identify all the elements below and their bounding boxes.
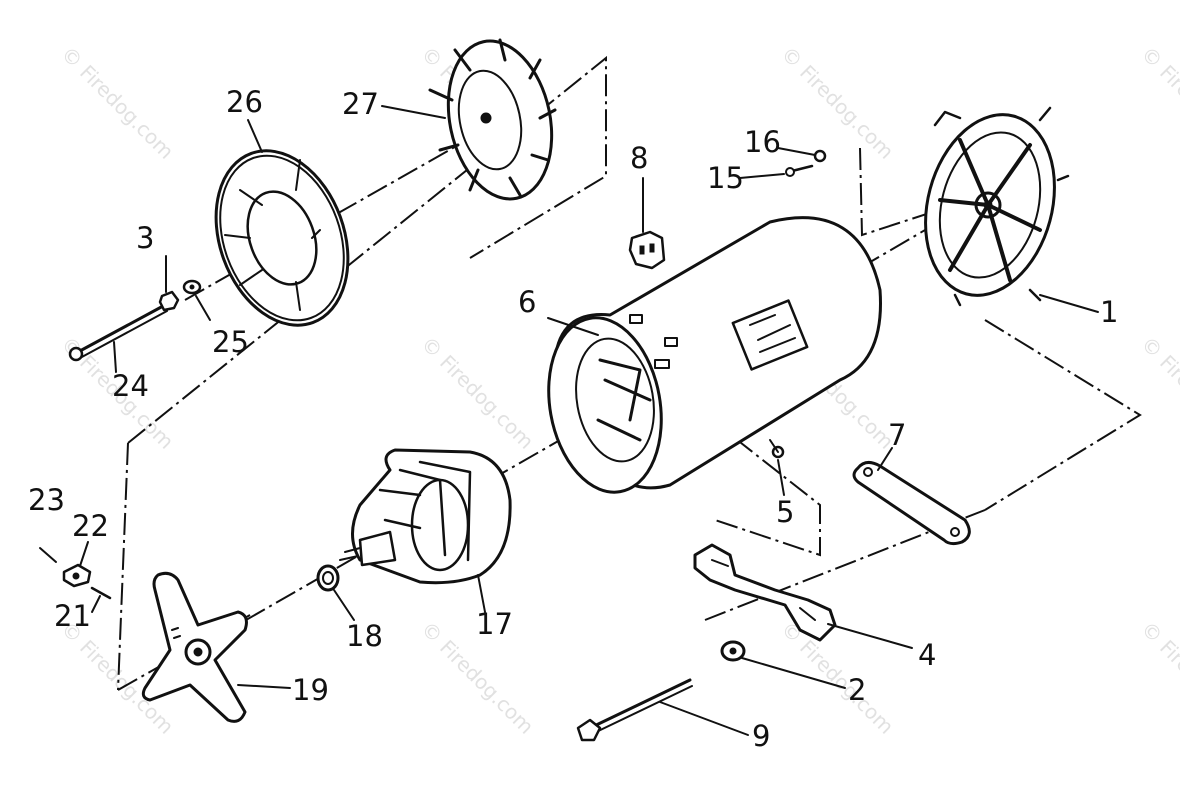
watermark: © Firedog.com xyxy=(1136,617,1180,739)
callout-6: 6 xyxy=(518,285,536,319)
through-bolt xyxy=(68,303,168,362)
screw xyxy=(769,439,785,459)
washer xyxy=(182,279,202,295)
callout-7: 7 xyxy=(888,418,906,452)
center-zigzag-line xyxy=(679,394,821,557)
callout-5: 5 xyxy=(776,495,794,529)
callout-15: 15 xyxy=(707,161,744,195)
end-bracket xyxy=(924,106,1070,307)
bearing xyxy=(316,564,340,592)
upper-bracket-line xyxy=(127,55,607,444)
watermark: © Firedog.com xyxy=(776,42,898,164)
lock-washer xyxy=(813,149,827,163)
callout-17: 17 xyxy=(476,607,513,641)
callout-1: 1 xyxy=(1100,295,1118,329)
callout-18: 18 xyxy=(346,619,383,653)
callout-3: 3 xyxy=(136,221,154,255)
screw xyxy=(785,164,814,177)
callout-9: 9 xyxy=(752,719,770,753)
watermark: © Firedog.com xyxy=(1136,42,1180,164)
callout-26: 26 xyxy=(226,85,263,119)
callout-24: 24 xyxy=(112,369,149,403)
fan-shroud xyxy=(214,149,350,327)
receptacle xyxy=(628,230,666,270)
callout-2: 2 xyxy=(848,673,866,707)
callout-16: 16 xyxy=(744,125,781,159)
callout-23: 23 xyxy=(28,483,65,517)
left-vertical-line xyxy=(117,442,129,691)
callout-4: 4 xyxy=(918,638,936,672)
callout-21: 21 xyxy=(54,599,91,633)
base-bracket xyxy=(693,543,837,642)
watermark: © Firedog.com xyxy=(56,42,178,164)
screw xyxy=(90,586,112,600)
mounting-strap xyxy=(852,461,971,546)
rotor xyxy=(339,448,512,585)
callout-8: 8 xyxy=(630,141,648,175)
fan xyxy=(428,38,557,201)
watermark: © Firedog.com xyxy=(1136,332,1180,454)
right-lower-bracket xyxy=(984,319,1142,511)
callout-labels: 1 2 3 4 5 6 7 8 9 15 16 17 18 19 21 22 2… xyxy=(28,85,1118,753)
terminal-block xyxy=(62,563,92,588)
end-cap xyxy=(141,571,248,723)
right-bracket-line xyxy=(859,147,986,237)
leader-lines xyxy=(79,105,1099,736)
callout-25: 25 xyxy=(212,325,249,359)
washer xyxy=(720,640,746,662)
watermark: © Firedog.com xyxy=(776,617,898,739)
mounting-bolt xyxy=(576,678,693,742)
callout-19: 19 xyxy=(292,673,329,707)
wire-lead xyxy=(39,547,57,563)
callout-27: 27 xyxy=(342,87,379,121)
watermark: © Firedog.com xyxy=(416,332,538,454)
motor-housing xyxy=(547,216,882,494)
callout-22: 22 xyxy=(72,509,109,543)
hex-nut xyxy=(158,290,180,312)
